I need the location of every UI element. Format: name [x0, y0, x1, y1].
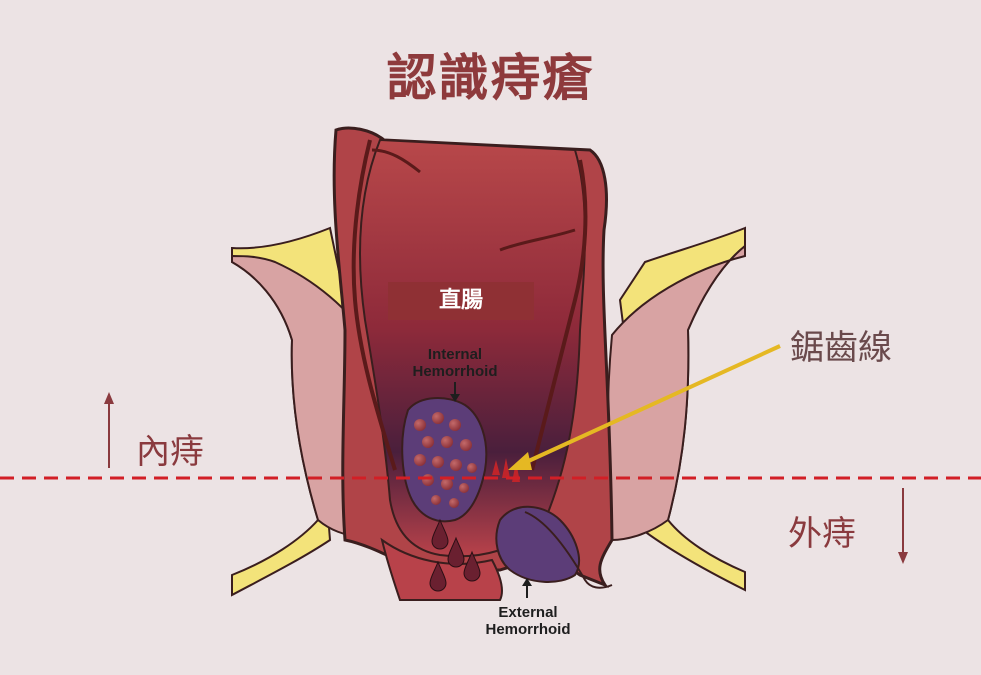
- blood-vessel-right-branch: [499, 228, 576, 252]
- dentate-pointer-arrow: [508, 344, 781, 470]
- external-hemorrhoid-skin: [524, 511, 613, 589]
- page-title: 認識痔瘡: [386, 49, 595, 107]
- external-down-arrow: [898, 488, 908, 564]
- blood-drops: [429, 518, 481, 592]
- internal-hemorrhoid-zh-label: 內痔: [136, 432, 204, 472]
- blood-vessel-right: [530, 159, 588, 471]
- external-hemorrhoid: [495, 505, 580, 583]
- rectum-label: 直腸: [388, 282, 534, 320]
- internal-label-line1: Internal: [427, 346, 483, 363]
- external-label-arrow: [522, 578, 532, 598]
- internal-label-arrow: [450, 382, 460, 402]
- external-hemorrhoid-zh-label: 外痔: [788, 514, 856, 554]
- internal-hemorrhoid-label: Internal Hemorrhoid: [400, 346, 510, 380]
- external-hemorrhoid-label: External Hemorrhoid: [470, 604, 586, 638]
- internal-up-arrow: [104, 392, 114, 468]
- dentate-line-label: 鋸齒線: [790, 328, 892, 368]
- blood-vessel-left-branch: [371, 148, 421, 174]
- external-label-line1: External: [498, 604, 558, 621]
- external-label-line2: Hemorrhoid: [485, 621, 571, 638]
- internal-label-line2: Hemorrhoid: [412, 363, 498, 380]
- blood-vessel-left: [351, 139, 397, 471]
